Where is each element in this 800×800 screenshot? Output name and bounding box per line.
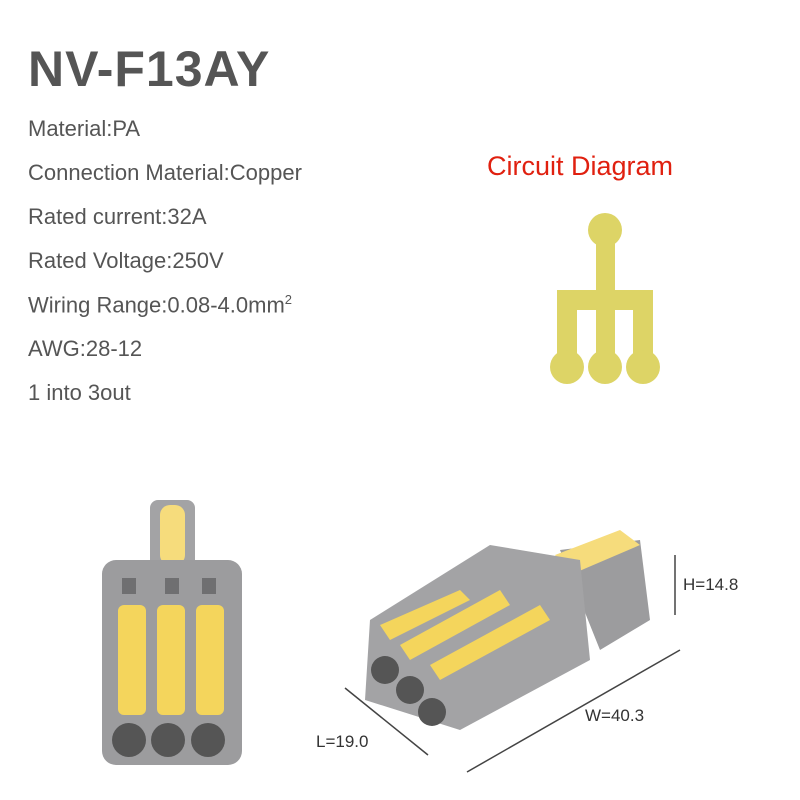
- connector-front-view: [102, 500, 242, 765]
- height-dimension: H=14.8: [683, 575, 739, 594]
- spec-rated-voltage: Rated Voltage:250V: [28, 248, 224, 273]
- spec-connection-material: Connection Material:Copper: [28, 160, 302, 185]
- width-dimension: W=40.3: [585, 706, 645, 725]
- spec-wiring-range: Wiring Range:0.08-4.0mm2: [28, 292, 292, 318]
- spec-rated-current: Rated current:32A: [28, 204, 207, 229]
- circuit-diagram: [550, 213, 660, 384]
- spec-material: Material:PA: [28, 116, 141, 141]
- circuit-diagram-title: Circuit Diagram: [487, 151, 674, 181]
- product-title: NV-F13AY: [28, 41, 271, 97]
- spec-wiring-range-text: Wiring Range:0.08-4.0mm: [28, 292, 285, 318]
- spec-awg: AWG:28-12: [28, 336, 143, 361]
- superscript: 2: [284, 292, 293, 307]
- spec-configuration: 1 into 3out: [28, 380, 131, 405]
- length-dimension: L=19.0: [316, 732, 369, 751]
- dimension-arrows: [344, 555, 681, 773]
- connector-side-view: [365, 530, 650, 730]
